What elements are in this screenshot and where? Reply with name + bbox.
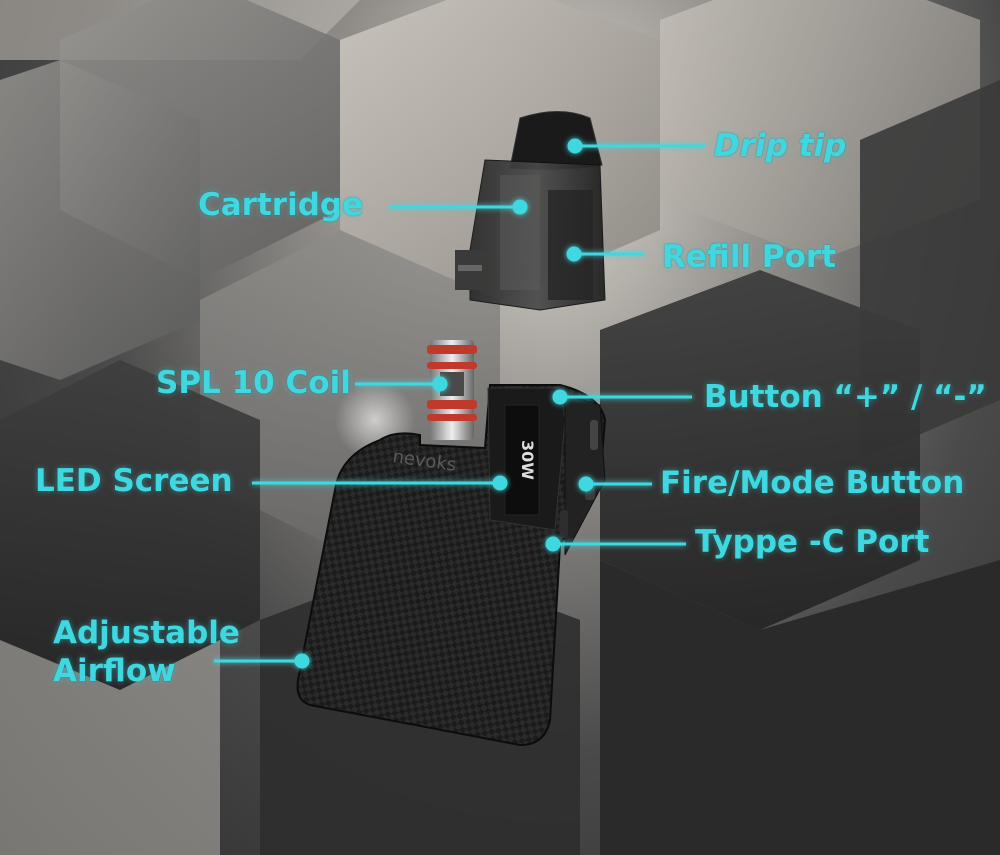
label-cartridge: Cartridge [198,187,364,223]
cartridge-dot [512,199,528,215]
fire-mode-dot [578,476,594,492]
label-led-screen: LED Screen [35,463,233,499]
coil-dot [432,376,448,392]
refill-port-dot [566,246,582,262]
airflow-dot [294,653,310,669]
cartridge-part [455,159,606,311]
button-plus-minus-dot [552,389,568,405]
led-screen-dot [492,475,508,491]
led-screen-readout: 30W [518,440,537,480]
label-type-c-port: Typpe -C Port [695,524,930,560]
type-c-dot [545,536,561,552]
label-airflow: Adjustable Airflow [53,615,240,689]
device-body: 30W nevoks [296,384,607,747]
drip-tip-dot [567,138,583,154]
label-fire-mode-button: Fire/Mode Button [660,465,965,501]
coil-part [427,340,477,440]
label-refill-port: Refill Port [662,239,837,275]
label-button-plus-minus: Button “+” / “-” [704,379,987,415]
label-coil: SPL 10 Coil [156,365,351,401]
label-drip-tip: Drip tip [714,128,847,164]
